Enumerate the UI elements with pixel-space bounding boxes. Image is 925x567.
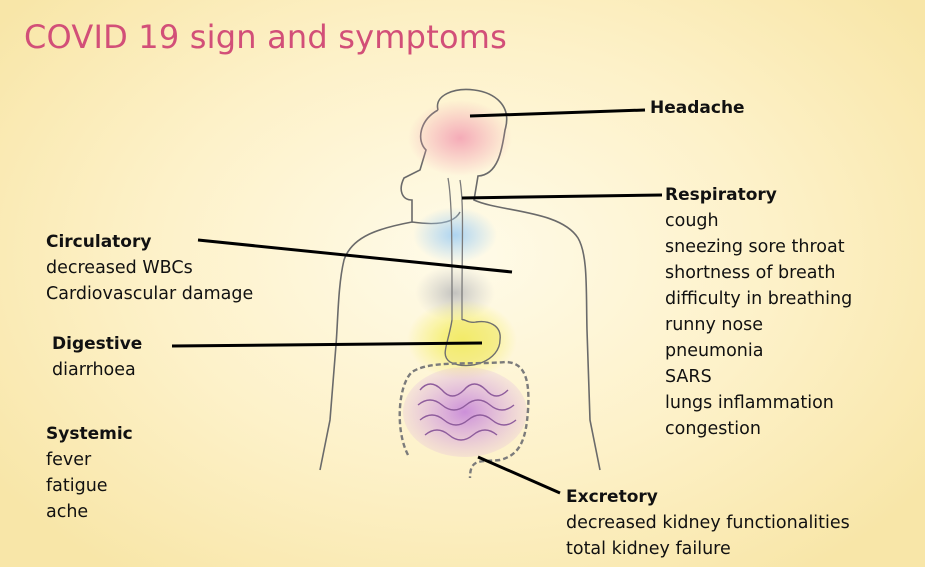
respiratory-item: pneumonia — [665, 338, 852, 364]
head-highlight — [408, 100, 512, 176]
digestive-block: Digestive diarrhoea — [52, 331, 142, 383]
digestive-heading: Digestive — [52, 331, 142, 357]
respiratory-item: SARS — [665, 364, 852, 390]
systemic-block: Systemic fever fatigue ache — [46, 421, 133, 525]
excretory-item: total kidney failure — [566, 536, 850, 562]
systemic-item: fever — [46, 447, 133, 473]
excretory-block: Excretory decreased kidney functionaliti… — [566, 484, 850, 562]
respiratory-item: lungs inflammation — [665, 390, 852, 416]
headache-label: Headache — [650, 98, 745, 118]
systemic-heading: Systemic — [46, 421, 133, 447]
respiratory-item: shortness of breath — [665, 260, 852, 286]
respiratory-item: congestion — [665, 416, 852, 442]
respiratory-pointer — [462, 195, 662, 198]
respiratory-item: sneezing sore throat — [665, 234, 852, 260]
respiratory-heading: Respiratory — [665, 182, 852, 208]
circulatory-item: Cardiovascular damage — [46, 281, 253, 307]
circulatory-block: Circulatory decreased WBCs Cardiovascula… — [46, 229, 253, 307]
respiratory-item: runny nose — [665, 312, 852, 338]
excretory-item: decreased kidney functionalities — [566, 510, 850, 536]
intestine-highlight — [403, 367, 527, 457]
circulatory-item: decreased WBCs — [46, 255, 253, 281]
respiratory-block: Respiratory cough sneezing sore throat s… — [665, 182, 852, 442]
excretory-pointer — [478, 457, 560, 493]
respiratory-item: difficulty in breathing — [665, 286, 852, 312]
throat-highlight — [413, 207, 497, 263]
respiratory-item: cough — [665, 208, 852, 234]
systemic-item: fatigue — [46, 473, 133, 499]
digestive-item: diarrhoea — [52, 357, 142, 383]
excretory-heading: Excretory — [566, 484, 850, 510]
systemic-item: ache — [46, 499, 133, 525]
circulatory-heading: Circulatory — [46, 229, 253, 255]
